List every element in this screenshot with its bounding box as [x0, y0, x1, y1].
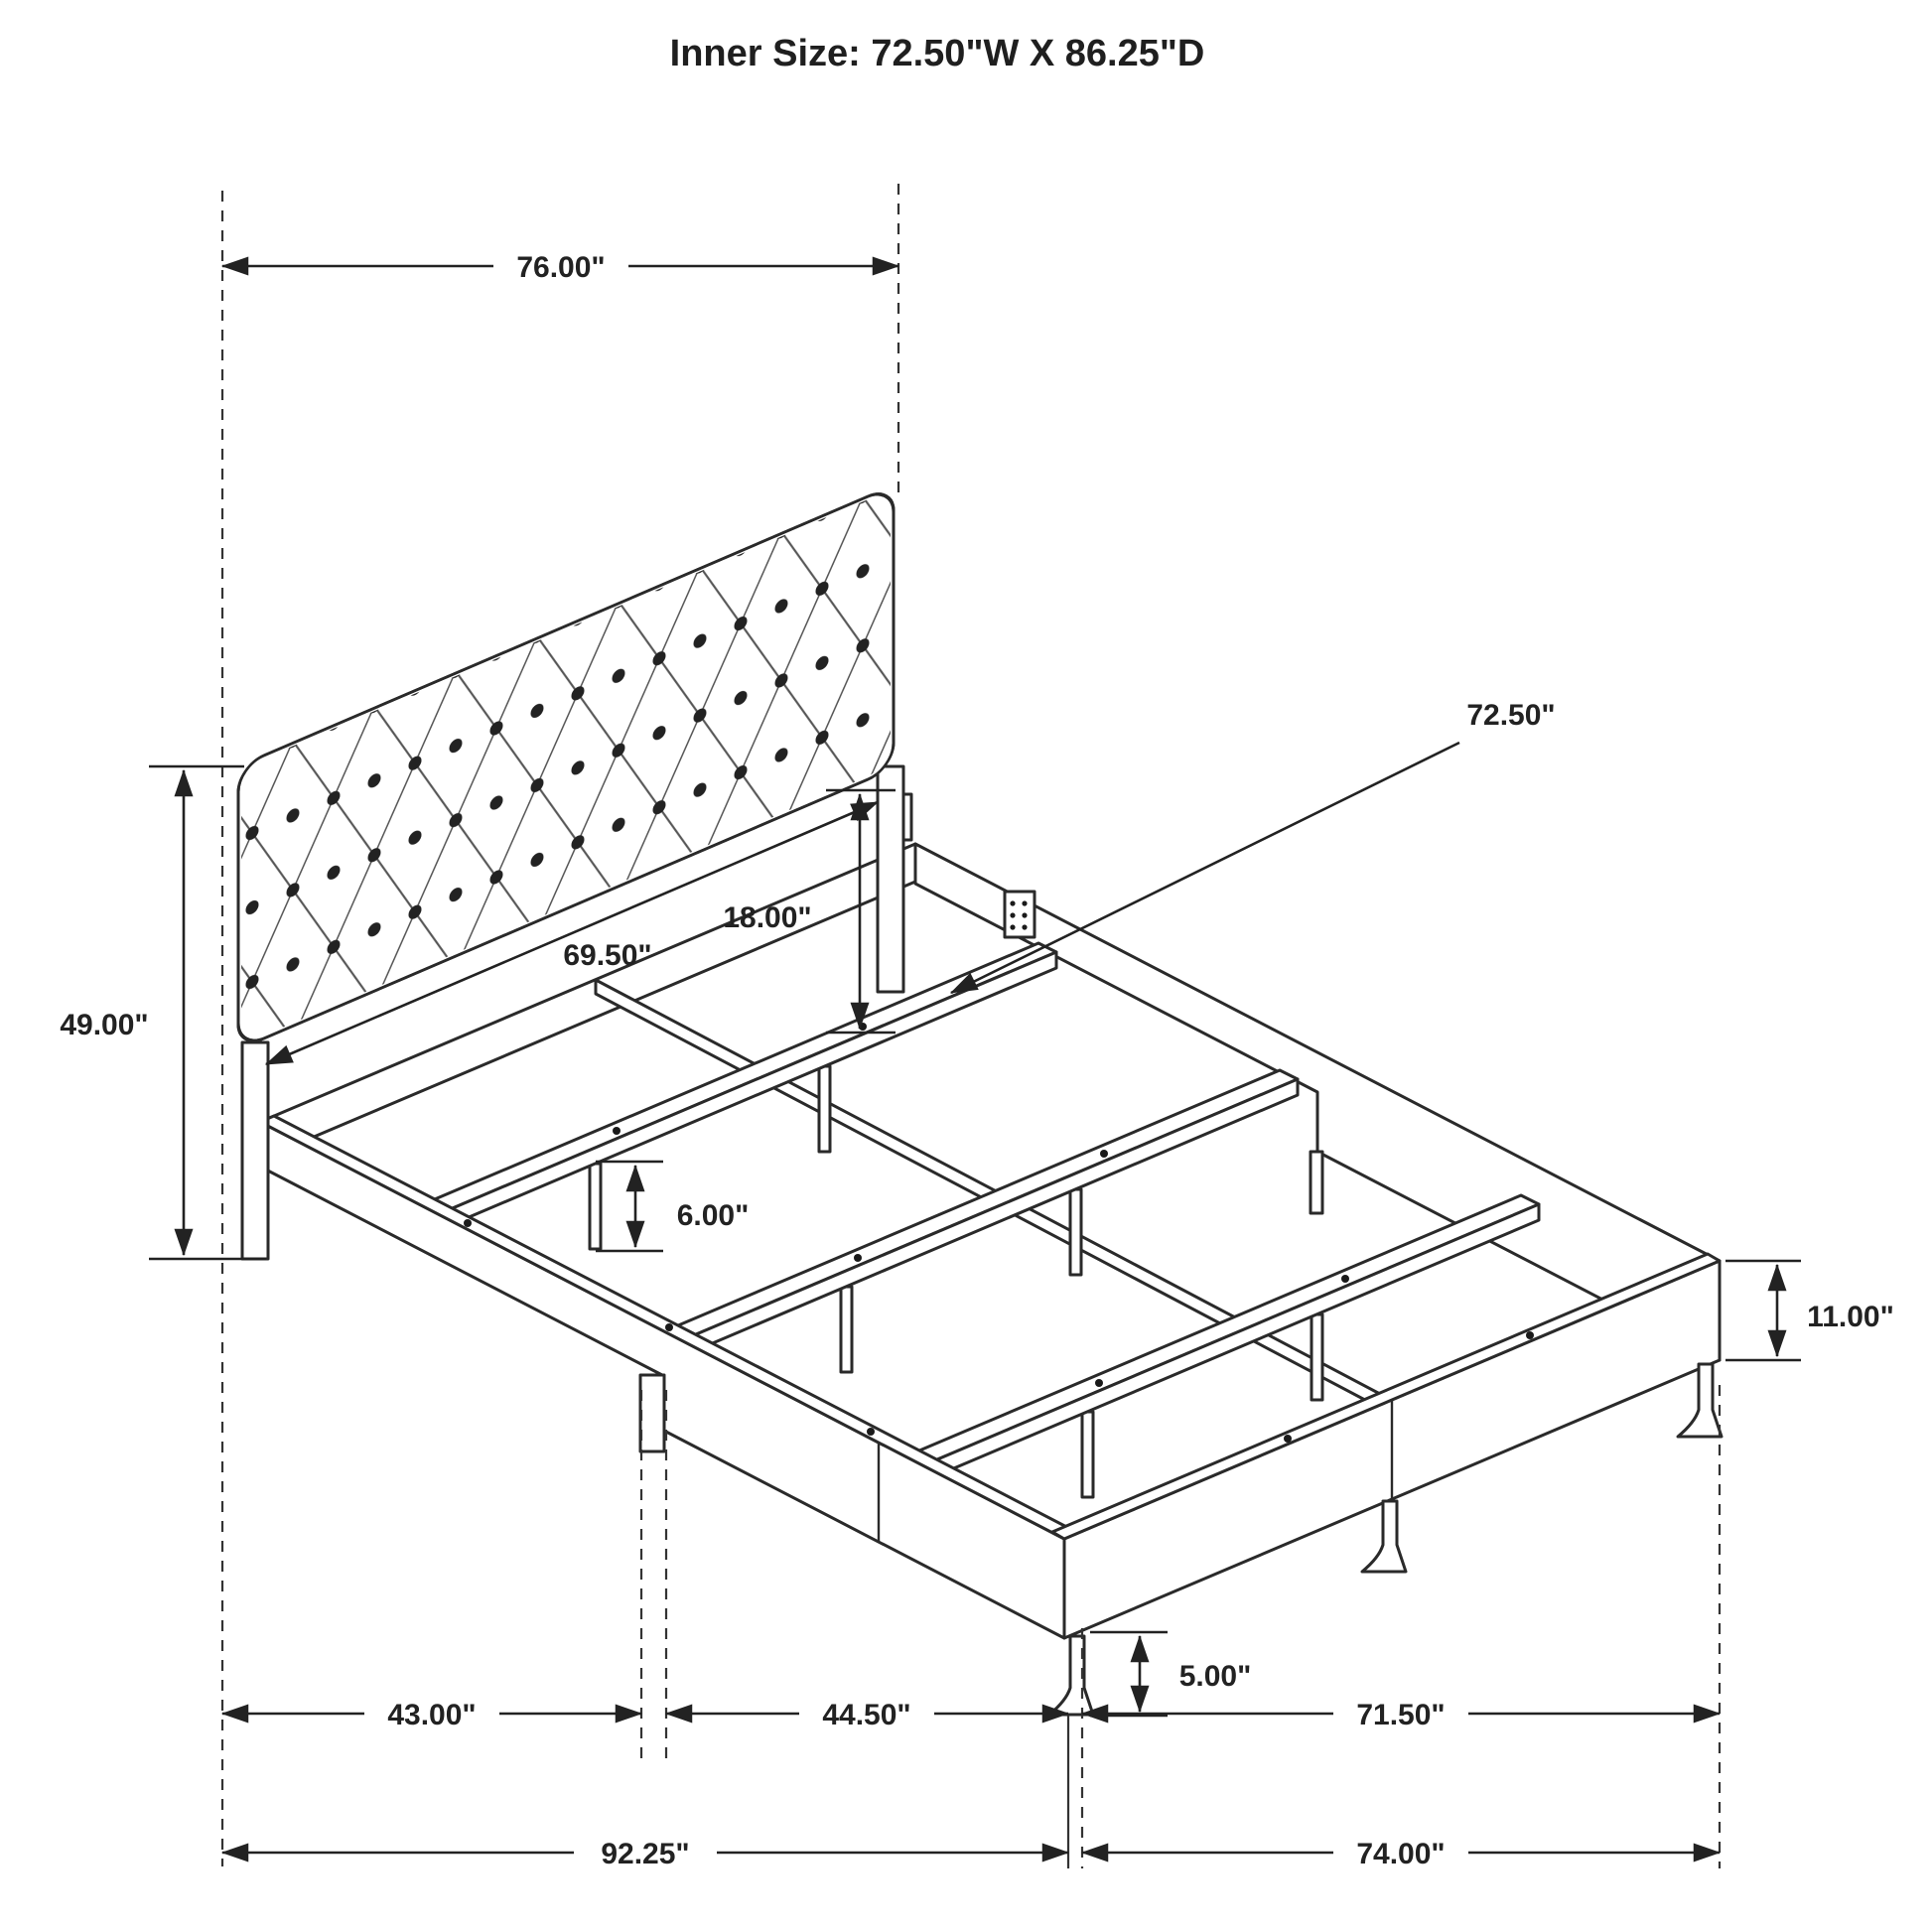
foot-leg-far — [1676, 1362, 1724, 1439]
dim-label-18: 18.00" — [723, 901, 811, 934]
slat-leg — [817, 1064, 832, 1154]
slat-leg — [839, 1285, 854, 1374]
bracket-plate-rail — [1003, 890, 1036, 939]
dim-label-71-5: 71.50" — [1356, 1699, 1445, 1731]
slat-leg — [1310, 1312, 1324, 1402]
dim-label-11: 11.00" — [1807, 1301, 1894, 1333]
dim-frame-height: 11.00" — [1725, 1259, 1894, 1362]
dim-foot-leg-height: 5.00" — [1090, 1630, 1252, 1718]
dim-foot-section-depth: 71.50" — [1080, 1693, 1722, 1734]
slat-2 — [662, 1068, 1300, 1374]
dim-label-49: 49.00" — [60, 1009, 148, 1041]
slat-leg — [1068, 1187, 1083, 1277]
step-leg — [638, 1373, 666, 1453]
dim-slat-leg-height: 6.00" — [596, 1160, 750, 1253]
dim-mid-section-depth: 44.50" — [664, 1693, 1070, 1734]
dim-label-44-5: 44.50" — [822, 1699, 910, 1731]
slat-leg — [1080, 1410, 1095, 1499]
dim-total-depth-right: 74.00" — [1080, 1832, 1722, 1873]
page-title: Inner Size: 72.50"W X 86.25"D — [670, 33, 1205, 74]
dim-label-74: 74.00" — [1356, 1838, 1445, 1870]
near-side-rail — [258, 1114, 1080, 1640]
foot-rail — [1050, 1252, 1722, 1640]
dim-total-depth-left: 92.25" — [220, 1832, 1070, 1873]
dim-head-section-depth: 43.00" — [220, 1693, 643, 1734]
foot-leg-mid — [1360, 1499, 1408, 1574]
headboard-leg-left — [240, 1040, 270, 1261]
far-step-leg — [1309, 1150, 1324, 1215]
dim-headboard-width: 76.00" — [220, 245, 900, 287]
headboard-leg-right — [876, 764, 905, 994]
dim-label-72-5: 72.50" — [1466, 699, 1555, 732]
dim-headboard-panel-height: 18.00" — [723, 788, 896, 1035]
dim-label-76: 76.00" — [516, 251, 605, 284]
dim-inner-width-callout: 72.50" — [949, 699, 1556, 995]
dim-label-69-5: 69.50" — [563, 939, 651, 972]
dim-label-43: 43.00" — [387, 1699, 476, 1731]
dim-headboard-panel-width: 69.50" — [264, 800, 880, 1066]
slat-leg — [588, 1162, 603, 1251]
dim-label-92-25: 92.25" — [601, 1838, 689, 1870]
dim-label-5: 5.00" — [1179, 1660, 1252, 1693]
leader-line — [949, 741, 1460, 995]
foot-leg-near — [1047, 1634, 1095, 1717]
dim-headboard-height: 49.00" — [60, 764, 266, 1261]
dim-label-6: 6.00" — [677, 1199, 750, 1232]
